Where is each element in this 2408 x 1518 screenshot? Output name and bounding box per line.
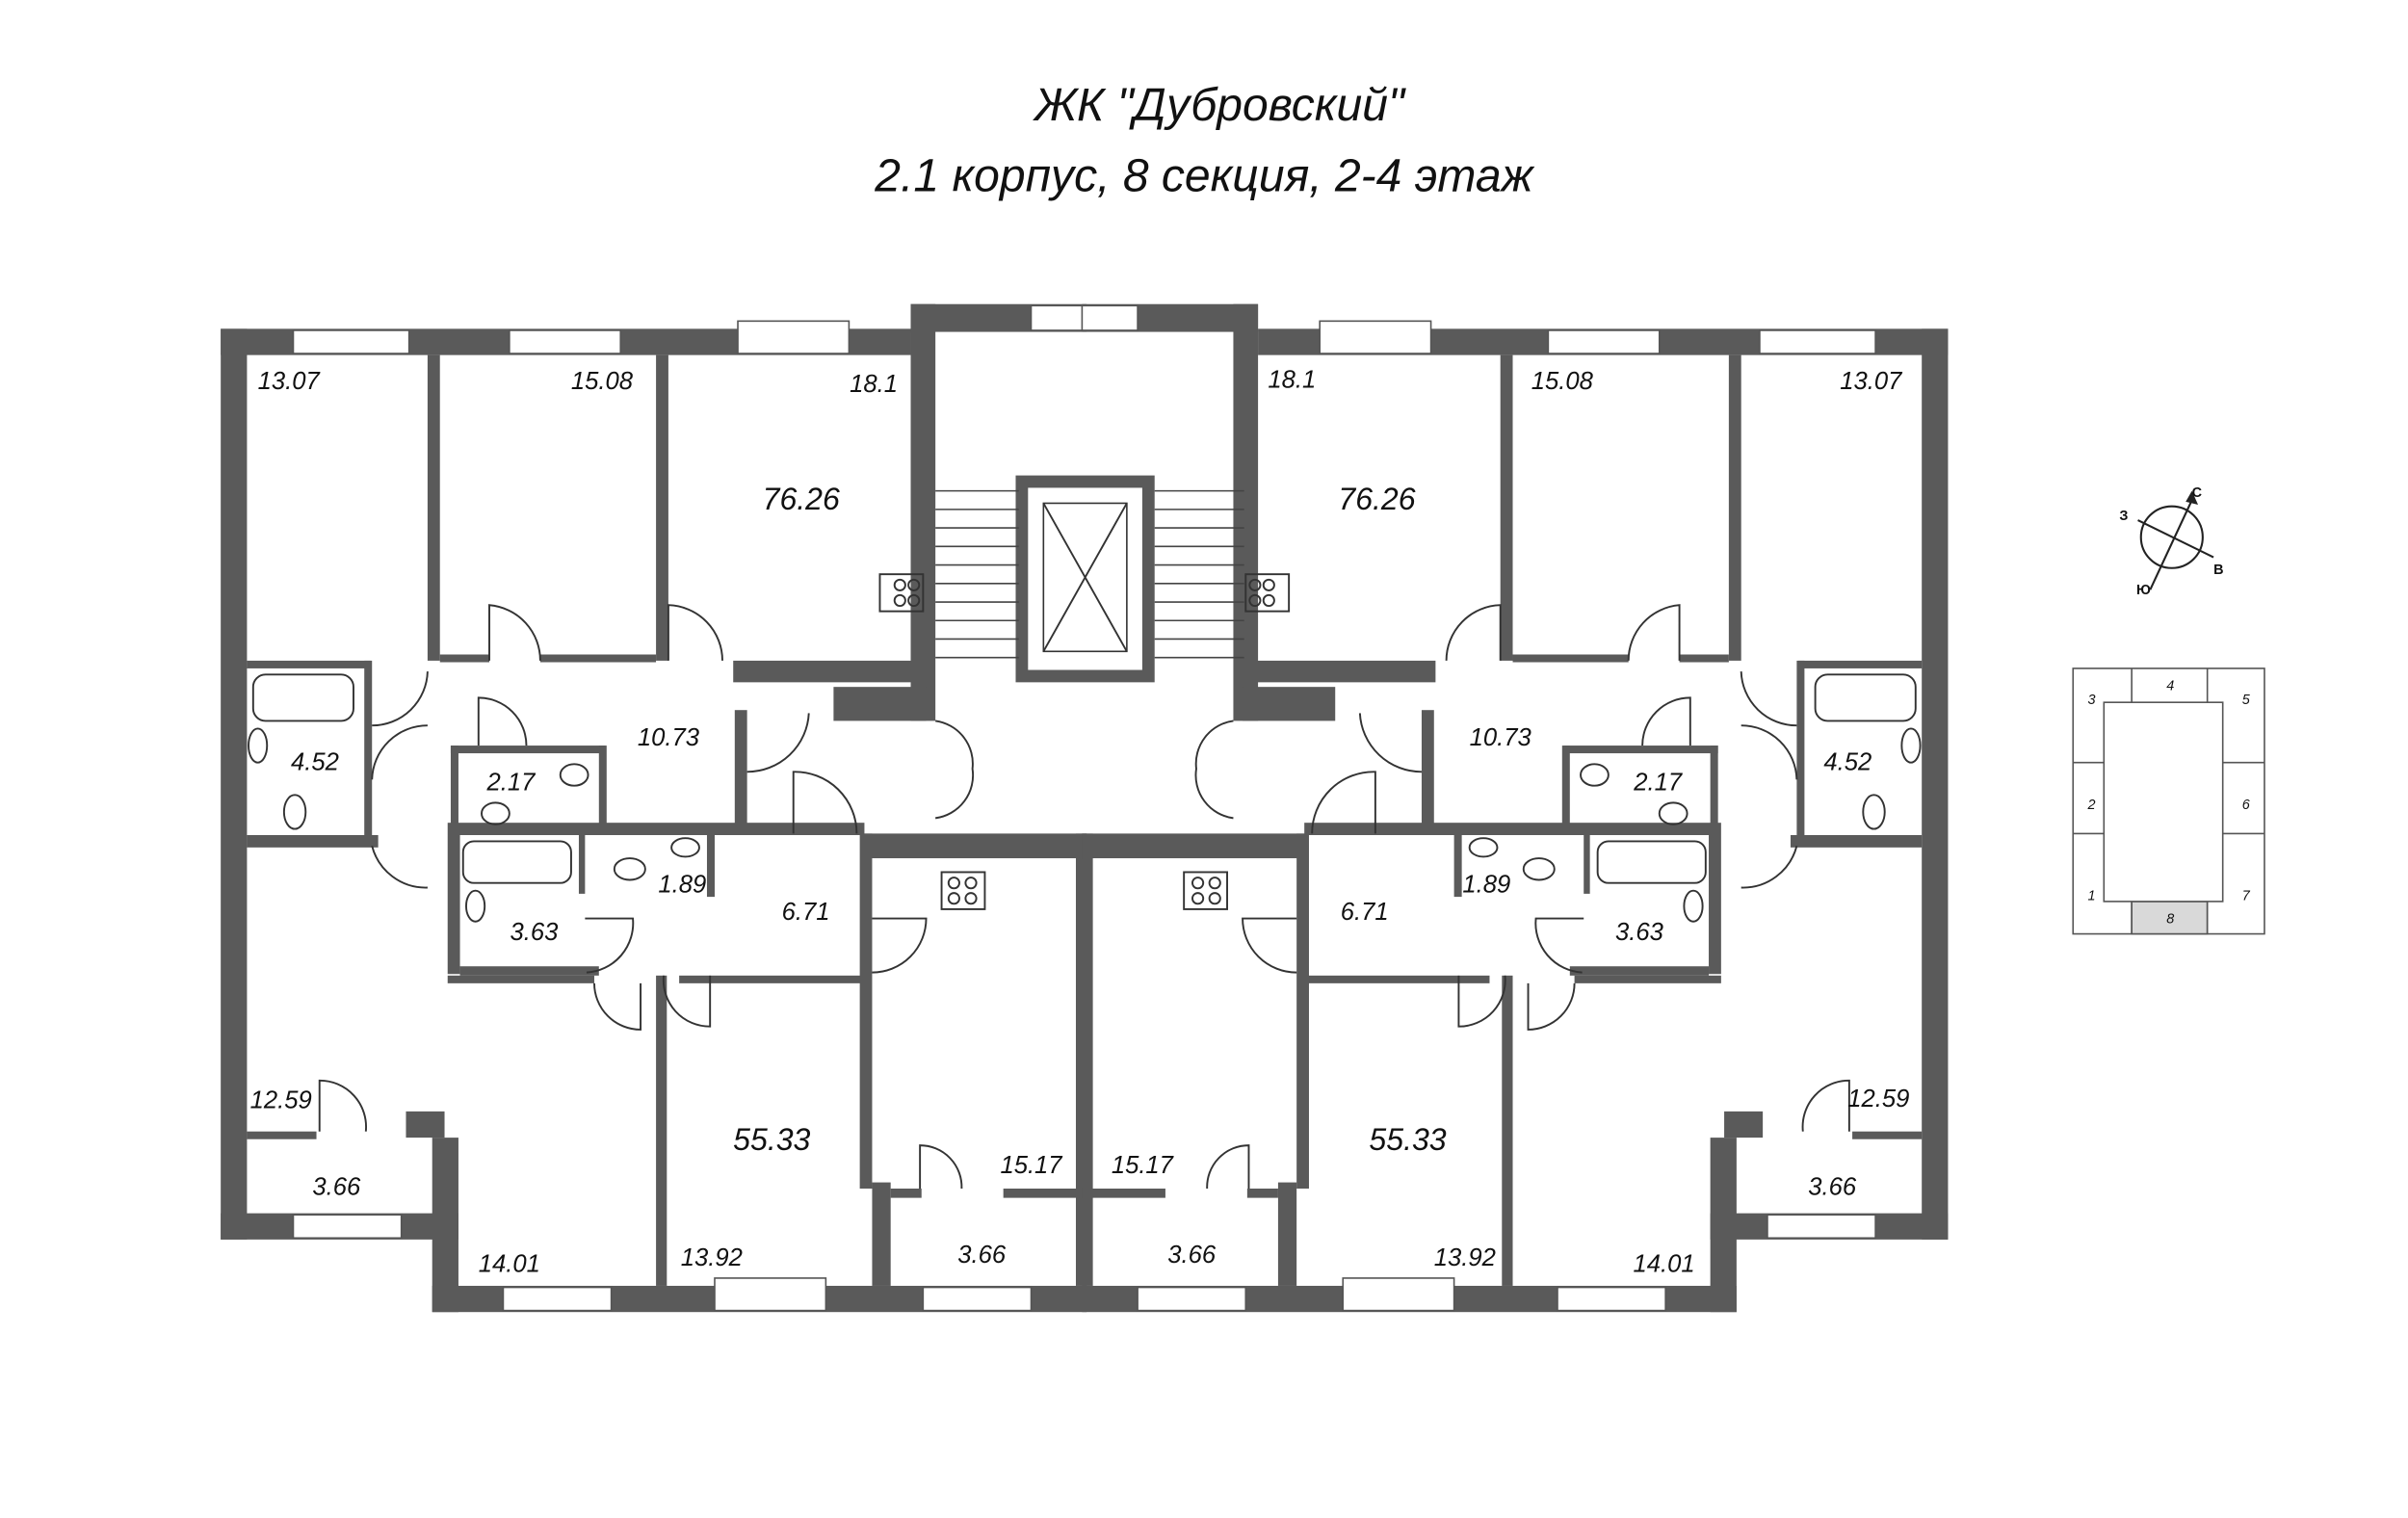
room-area: 2.17 [1633, 770, 1684, 797]
room-area: 15.08 [1531, 368, 1594, 395]
apartment-total-area: 55.33 [733, 1122, 810, 1157]
compass-west: З [2119, 509, 2128, 524]
room-area: 13.07 [258, 368, 322, 395]
section-key-labels: 1 2 3 4 5 6 7 8 [2086, 678, 2250, 927]
section-label: 3 [2087, 693, 2095, 708]
room-area: 12.59 [1847, 1086, 1909, 1112]
room-area: 13.07 [1840, 368, 1903, 395]
room-area: 3.63 [1615, 919, 1664, 946]
compass-south: Ю [2136, 583, 2151, 598]
room-area: 12.59 [250, 1087, 312, 1114]
compass-north: С [2192, 485, 2203, 501]
room-area: 3.66 [1808, 1173, 1857, 1200]
room-area: 3.66 [312, 1173, 361, 1200]
room-area: 10.73 [1470, 724, 1532, 751]
section-label: 5 [2242, 693, 2251, 708]
apartment-total-area: 76.26 [1338, 482, 1415, 516]
room-area: 15.17 [1000, 1152, 1063, 1179]
room-area: 4.52 [1823, 749, 1871, 776]
room-area: 13.92 [1434, 1244, 1496, 1271]
room-area: 14.01 [479, 1251, 540, 1278]
right-apartment-labels: 18.1 15.08 13.07 76.26 10.73 2.17 4.52 1… [1112, 366, 1910, 1277]
room-area: 10.73 [638, 724, 700, 751]
room-area: 15.08 [571, 368, 634, 395]
plan-title: ЖК "Дубровский" [1033, 79, 1406, 131]
room-area: 18.1 [850, 371, 898, 398]
room-area: 14.01 [1633, 1251, 1694, 1278]
room-area: 13.92 [681, 1244, 743, 1271]
compass-east: В [2213, 563, 2223, 578]
apartment-total-area: 76.26 [763, 482, 840, 516]
room-area: 6.71 [782, 899, 830, 926]
room-area: 1.89 [1462, 871, 1510, 898]
section-key [2072, 667, 2265, 935]
stairs [935, 489, 1244, 659]
plan-subtitle: 2.1 корпус, 8 секция, 2-4 этаж [874, 150, 1534, 202]
room-area: 3.63 [510, 919, 560, 946]
section-label: 2 [2086, 798, 2095, 813]
section-label: 1 [2087, 888, 2095, 903]
left-apartment-labels: 13.07 15.08 18.1 76.26 10.73 4.52 2.17 1… [250, 368, 1064, 1278]
room-area: 18.1 [1268, 366, 1316, 393]
section-label-highlighted: 8 [2166, 911, 2174, 927]
apartment-total-area: 55.33 [1369, 1122, 1446, 1157]
room-area: 3.66 [1167, 1242, 1217, 1269]
room-area: 2.17 [486, 770, 537, 797]
section-label: 4 [2166, 678, 2174, 694]
elevator-shaft [1015, 475, 1155, 683]
right-half-walls [1081, 302, 1950, 1314]
room-area: 1.89 [658, 871, 706, 898]
left-half-walls [220, 302, 1088, 1314]
compass-icon: С З В Ю [2119, 485, 2223, 598]
room-area: 6.71 [1341, 899, 1389, 926]
section-label: 6 [2242, 798, 2251, 813]
section-label: 7 [2242, 888, 2251, 903]
room-area: 3.66 [957, 1242, 1007, 1269]
room-area: 15.17 [1112, 1152, 1175, 1179]
room-area: 4.52 [291, 749, 339, 776]
